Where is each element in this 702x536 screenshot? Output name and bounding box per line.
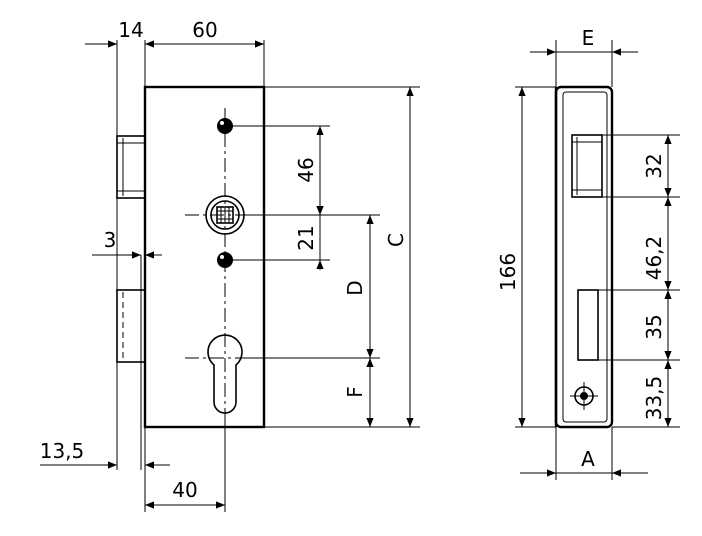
dim-32-label: 32 <box>642 153 666 178</box>
dim-3-label: 3 <box>104 228 117 252</box>
dim-35-label: 35 <box>642 314 666 339</box>
dim-14-label: 14 <box>118 18 143 42</box>
front-view: 46 21 D F C 14 60 3 13,5 40 <box>40 18 420 512</box>
bolt-opening <box>577 289 599 361</box>
fixing-screw <box>570 382 598 410</box>
side-view: E 166 32 46,2 35 33,5 A <box>496 26 680 480</box>
dim-60-label: 60 <box>192 18 217 42</box>
dim-13-5-label: 13,5 <box>40 439 85 463</box>
dim-F-label: F <box>343 386 367 398</box>
dim-46-label: 46 <box>294 157 318 182</box>
cylinder-keyhole <box>207 334 243 414</box>
dim-166-label: 166 <box>496 253 520 291</box>
dim-40-label: 40 <box>172 478 197 502</box>
side-body <box>554 85 614 429</box>
dim-A-label: A <box>581 447 595 471</box>
dim-D-label: D <box>343 280 367 295</box>
dim-46-2-label: 46,2 <box>642 236 666 281</box>
dim-21-label: 21 <box>294 225 318 250</box>
faceplate-upper <box>116 135 146 199</box>
dim-33-5-label: 33,5 <box>642 376 666 421</box>
lock-body <box>143 85 266 429</box>
dim-E-label: E <box>582 26 595 50</box>
latch-opening <box>571 134 603 198</box>
dim-C-label: C <box>384 233 408 247</box>
